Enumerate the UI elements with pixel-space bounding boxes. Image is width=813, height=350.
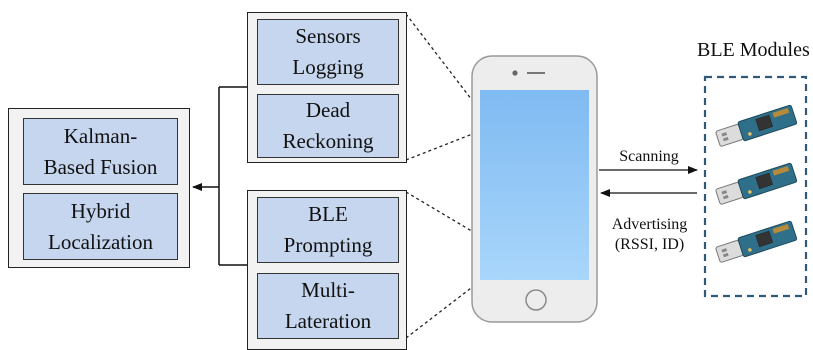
ble-usb-dongle <box>715 104 798 147</box>
link-arrows <box>599 166 698 197</box>
advertising-label: Advertising (RSSI, ID) <box>611 216 688 253</box>
ble-modules-title: BLE Modules <box>697 39 810 61</box>
kalman-fusion-box: Kalman- Based Fusion <box>23 118 178 185</box>
phone-camera-icon <box>512 70 518 76</box>
home-button-icon <box>525 289 547 311</box>
connector-to-fusion <box>192 86 247 266</box>
scanning-label: Scanning <box>619 148 679 165</box>
ble-usb-dongle <box>715 220 798 263</box>
ble-usb-dongle <box>715 162 798 205</box>
ble-prompting-box: BLE Prompting <box>257 197 399 263</box>
diagram-canvas <box>192 13 808 338</box>
dead-reckoning-box: Dead Reckoning <box>257 94 399 158</box>
phone-screen <box>480 90 589 280</box>
sensors-logging-box: Sensors Logging <box>257 19 399 85</box>
hybrid-localization-box: Hybrid Localization <box>23 193 178 260</box>
smartphone <box>471 55 598 323</box>
ble-module-list <box>715 104 798 263</box>
zoom-lines <box>405 13 476 338</box>
multilateration-box: Multi- Lateration <box>257 273 399 339</box>
